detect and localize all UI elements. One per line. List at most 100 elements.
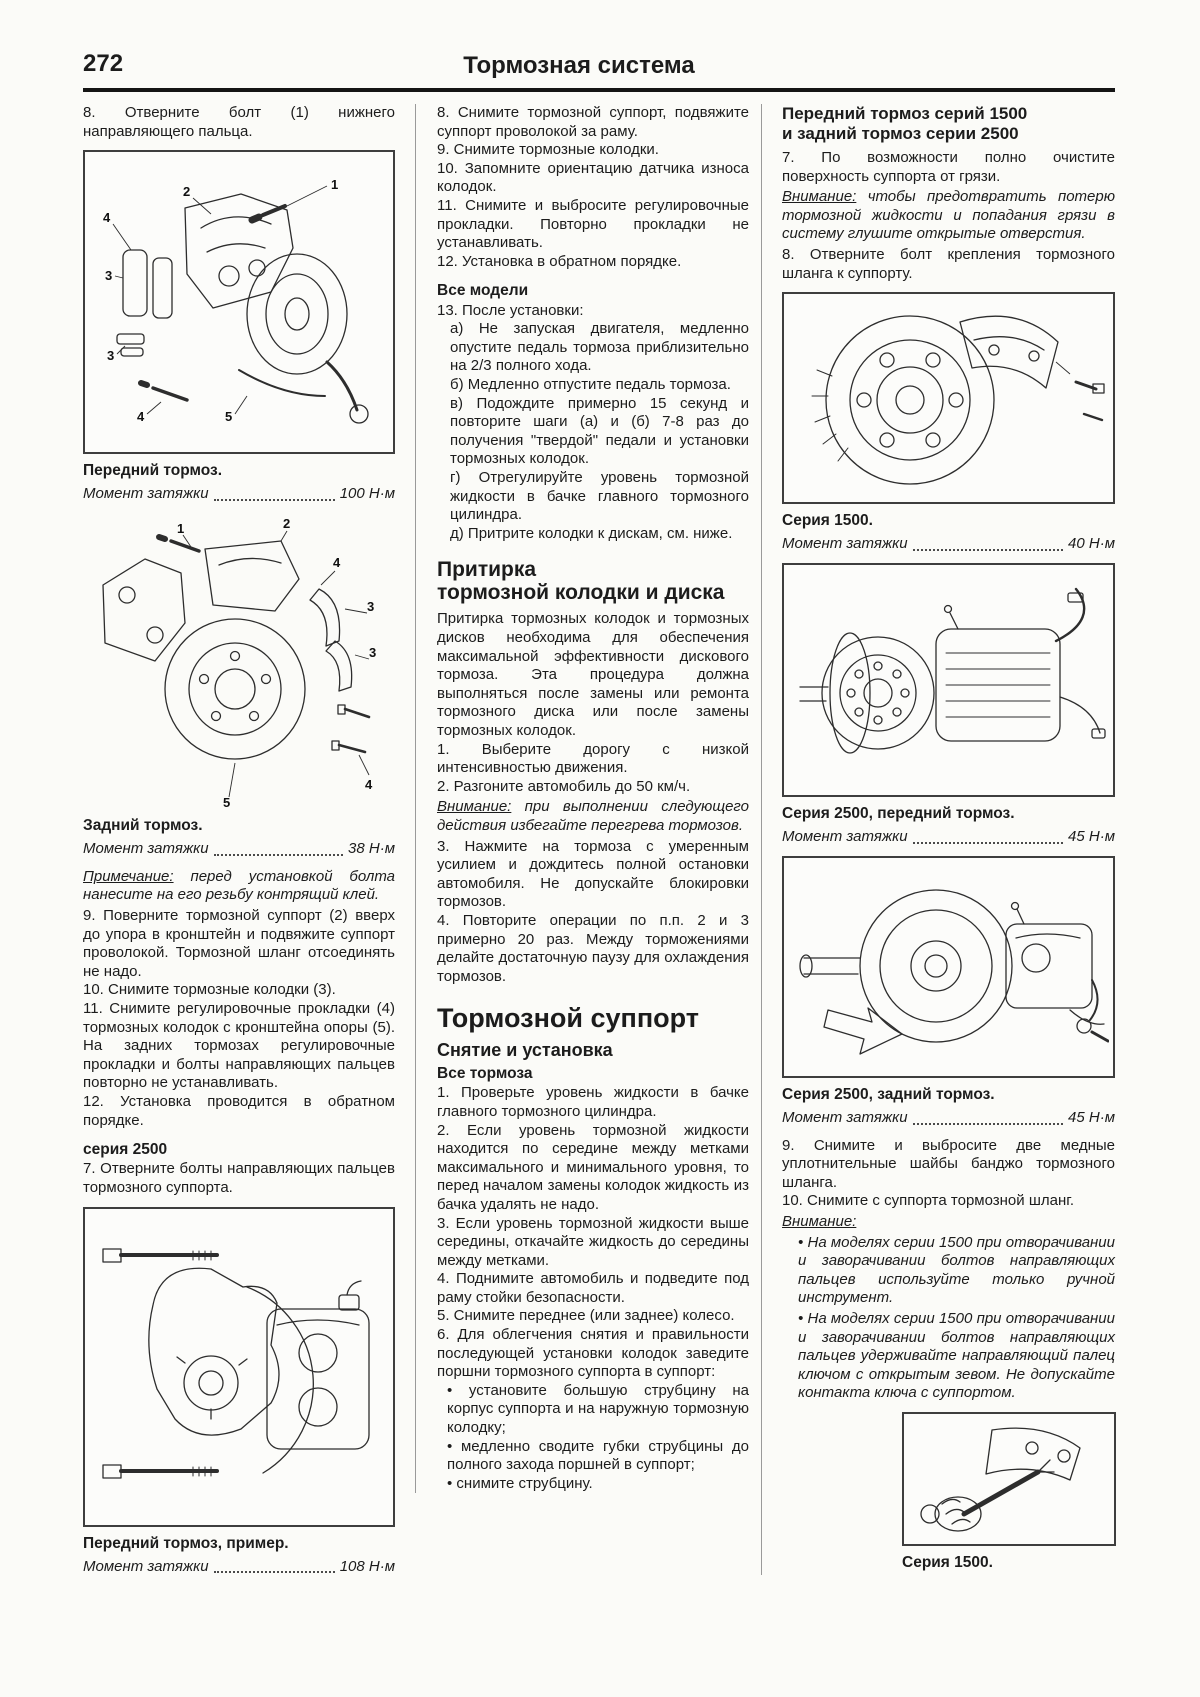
page-header: 272 Тормозная система [83,50,1115,86]
warning-text: при выполнении следующего действия избег… [437,798,749,834]
heading-line: и задний тормоз серии 2500 [782,124,1019,144]
torque-spec: Момент затяжки 45 Н·м [782,1109,1115,1128]
callout-leader-lines [1055,361,1071,375]
step-text: 3. Если уровень тормозной жидкости выше … [437,1214,749,1269]
brake-drawing [799,587,1106,754]
warning-bullet: • На моделях серии 1500 при отворачивани… [798,1310,1115,1402]
page-title: Тормозная система [463,52,695,79]
section-heading: Снятие и установка [437,1039,613,1060]
spec-value: 40 Н·м [1068,535,1115,553]
note-text: перед установкой болта нанесите на его р… [83,867,396,904]
step-text: 10. Снимите тормозные колодки (3). [83,981,336,999]
warning-paragraph: Внимание: при выполнении следующего дейс… [437,798,749,835]
callout-number: 3 [367,599,374,614]
page-number: 272 [83,50,124,77]
figure-series-1500-rotor [782,292,1115,505]
bullet-item: • медленно сводите губки струбцины до по… [447,1437,749,1474]
column-left: 8. Отверните болт (1) нижнего направляющ… [83,104,395,1585]
step-text: 13. После установки: [437,301,584,319]
caliper-example-diagram [102,1247,370,1479]
spec-label: Момент затяжки [782,1109,908,1127]
step-text: 11. Снимите и выбросите регулировочные п… [437,196,749,252]
brake-drawing [102,1247,370,1479]
step-text: 7. Отверните болты направляющих пальцев … [83,1160,395,1196]
manual-page: 272 Тормозная система 8. Отверните болт … [83,50,1116,1585]
spec-label: Момент затяжки [83,1557,209,1575]
warning-paragraph: Внимание: [782,1213,1115,1232]
step-text: 5. Снимите переднее (или заднее) колесо. [437,1307,735,1325]
callout-number: 1 [177,521,184,536]
callout-number: 1 [331,177,338,192]
callout-number: 4 [333,555,341,570]
three-column-layout: 8. Отверните болт (1) нижнего направляющ… [83,104,1116,1585]
chapter-heading: Тормозной суппорт [437,1003,699,1034]
step-text: 8. Отверните болт (1) нижнего направляющ… [83,104,395,140]
step-text: 12. Установка проводится в обратном поря… [83,1092,395,1129]
dotted-leader [213,852,344,856]
note-keyword: Примечание: [83,867,174,885]
torque-spec: Момент затяжки 40 Н·м [782,535,1115,554]
figure-caption: Передний тормоз, пример. [83,1534,289,1552]
figure-series-2500-rear [782,855,1115,1078]
figure-series-1500-tool [902,1412,1116,1546]
substep-text: а) Не запуская двигателя, медленно опуст… [450,320,749,375]
substep-text: в) Подождите примерно 15 секунд и повтор… [450,394,749,468]
step-text: 4. Поднимите автомобиль и подведите под … [437,1270,749,1306]
step-text: 9. Поверните тормозной суппорт (2) вверх… [83,907,395,980]
warning-keyword: Внимание: [782,1213,857,1231]
front-brake-exploded-diagram: 1 2 4 3 3 4 5 [103,177,369,424]
header-rule [83,88,1115,92]
note-paragraph: Примечание: перед установкой болта нанес… [83,868,395,905]
callout-number: 4 [137,409,145,424]
step-text: 7. По возможности полно очистите поверхн… [782,149,1115,185]
callout-number: 5 [225,409,232,424]
callout-leader-lines [112,185,328,415]
callout-number: 3 [107,348,114,363]
step-text: 2. Разгоните автомобиль до 50 км/ч. [437,777,691,795]
tool-drawing [920,1427,1081,1532]
brake-drawing [102,534,371,760]
step-text: 3. Нажмите на тормоза с умеренным усилие… [437,837,749,911]
callout-number: 3 [369,645,376,660]
figure-rear-brake: 1 2 4 3 3 5 4 [83,513,395,809]
spec-label: Момент затяжки [782,828,908,846]
step-text: 4. Повторите операции по п.п. 2 и 3 прим… [437,911,749,985]
dotted-leader [912,547,1064,552]
callout-number: 4 [103,210,111,225]
dotted-leader [912,840,1064,844]
step-text: 8. Отверните болт крепления тормозного ш… [782,246,1115,282]
step-text: 6. Для облегчения снятия и правильности … [437,1326,749,1381]
callout-number: 4 [365,777,373,792]
substep-text: д) Притрите колодки к дискам, см. ниже. [450,524,733,542]
spec-value: 45 Н·м [1068,828,1115,846]
bullet-item: • установите большую струбцину на корпус… [447,1381,749,1437]
spec-label: Момент затяжки [83,840,209,858]
body-text: Притирка тормозных колодок и тормозных д… [437,610,749,740]
callout-numbers: 1 2 4 3 3 4 5 [103,177,338,424]
callout-number: 5 [223,795,230,809]
spec-value: 100 Н·м [339,485,395,503]
callout-number: 2 [183,184,190,199]
step-text: 9. Снимите тормозные колодки. [437,141,659,159]
spec-label: Момент затяжки [83,485,209,503]
torque-spec: Момент затяжки 38 Н·м [83,840,395,859]
figure-caption: Передний тормоз. [83,462,223,480]
dotted-leader [912,1121,1064,1125]
heading-line: тормозной колодки и диска [437,581,725,605]
bullet-item: • снимите струбцину. [447,1474,593,1492]
step-text: 10. Снимите с суппорта тормозной шланг. [782,1192,1075,1210]
rear-brake-exploded-diagram: 1 2 4 3 3 5 4 [102,516,376,809]
brake-drawing [811,315,1105,485]
step-text: 12. Установка в обратном порядке. [437,252,682,270]
spec-value: 38 Н·м [348,840,395,858]
column-middle: 8. Снимите тормозной суппорт, подвяжите … [415,104,749,1494]
substep-text: г) Отрегулируйте уровень тормозной жидко… [450,468,749,524]
step-text: 11. Снимите регулировочные прокладки (4)… [83,999,395,1092]
figure-caption: Серия 1500. [902,1554,993,1571]
torque-spec: Момент затяжки 108 Н·м [83,1558,395,1577]
series-2500-front-brake-diagram [799,587,1106,754]
warning-keyword: Внимание: [782,188,857,206]
